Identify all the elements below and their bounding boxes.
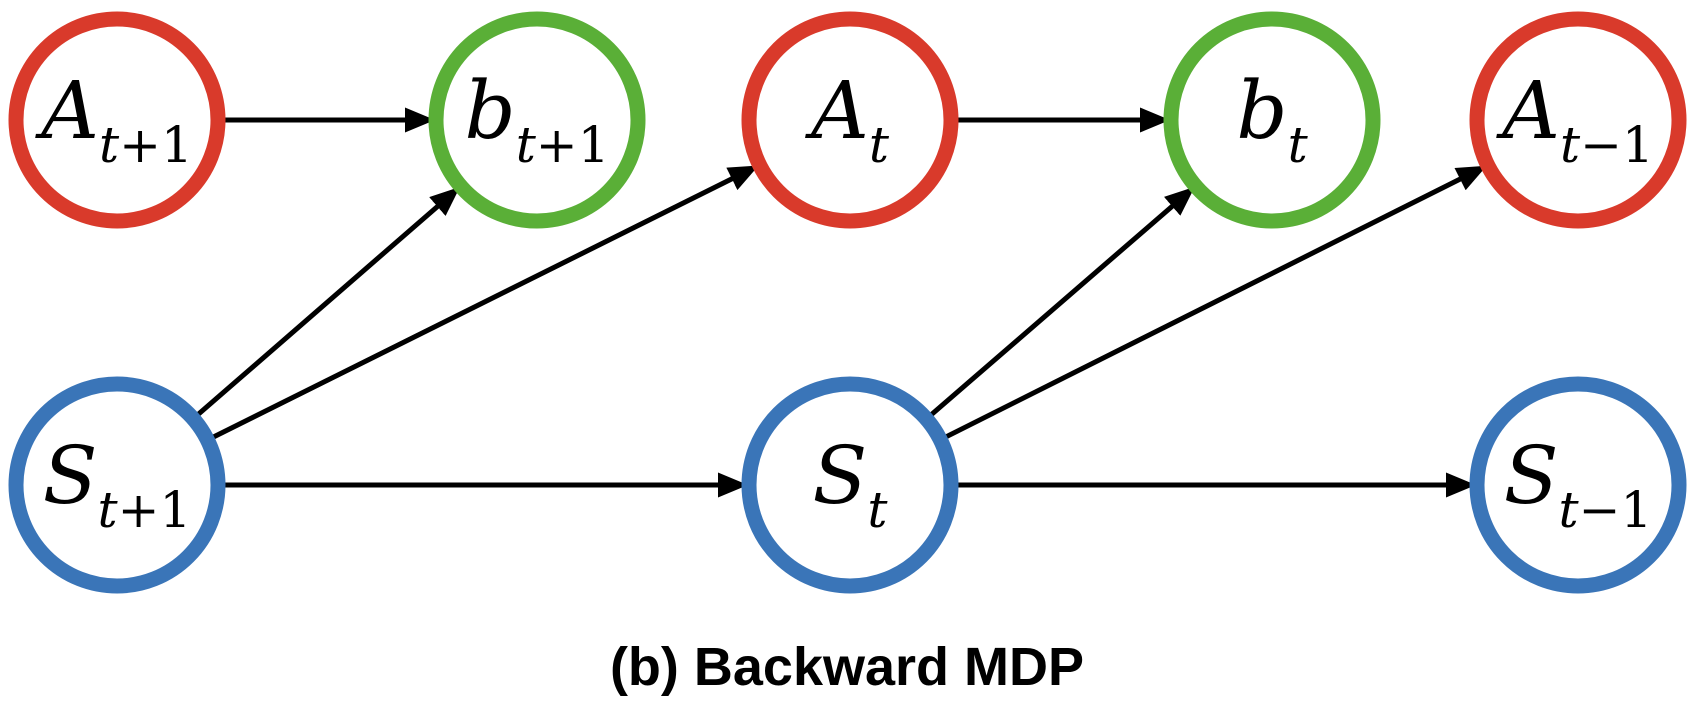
node-subscript-offset: +1: [118, 481, 192, 539]
node-subscript-var: t: [1559, 481, 1580, 539]
node-symbol: A: [1495, 64, 1560, 157]
state-node-ring: [1469, 376, 1687, 594]
node-subscript-var: t: [867, 481, 888, 539]
node-label: At−1: [1495, 64, 1654, 174]
node-symbol: S: [813, 429, 868, 522]
edge-s_t+1-to-a_t: [208, 164, 759, 442]
edge-s_t-to-b_t: [926, 186, 1195, 420]
node-label: St−1: [1504, 429, 1653, 539]
edges: [193, 107, 1487, 498]
node-subscript-var: t: [98, 481, 119, 539]
node-b_t: bt: [1163, 11, 1381, 229]
node-label: St: [813, 429, 889, 539]
action-node-ring: [8, 11, 226, 229]
action-node-ring: [741, 11, 959, 229]
node-symbol: A: [34, 64, 99, 157]
node-subscript-var: t: [869, 116, 890, 174]
node-subscript-var: t: [516, 116, 537, 174]
node-symbol: b: [464, 64, 515, 157]
node-subscript-var: t: [1560, 116, 1581, 174]
node-a_t+1: At+1: [8, 11, 226, 229]
state-node-ring: [741, 376, 959, 594]
state-node-ring: [8, 376, 226, 594]
node-subscript-offset: −1: [1579, 481, 1653, 539]
node-label: bt: [1236, 64, 1308, 174]
edge-s_t-to-a_t-1: [940, 164, 1487, 442]
node-label: At+1: [34, 64, 193, 174]
edge-s_t+1-to-b_t+1: [193, 186, 461, 420]
node-subscript-var: t: [1288, 116, 1309, 174]
node-symbol: S: [43, 429, 98, 522]
node-label: At: [804, 64, 890, 174]
node-symbol: A: [804, 64, 869, 157]
node-label: bt+1: [464, 64, 609, 174]
node-subscript-offset: +1: [119, 116, 193, 174]
node-symbol: S: [1504, 429, 1559, 522]
node-subscript-offset: −1: [1580, 116, 1654, 174]
node-subscript-offset: +1: [536, 116, 610, 174]
belief-node-ring: [1163, 11, 1381, 229]
node-a_t-1: At−1: [1469, 11, 1687, 229]
node-b_t+1: bt+1: [428, 11, 646, 229]
figure-caption: (b) Backward MDP: [609, 637, 1085, 697]
node-a_t: At: [741, 11, 959, 229]
node-s_t: St: [741, 376, 959, 594]
node-symbol: b: [1236, 64, 1287, 157]
node-s_t-1: St−1: [1469, 376, 1687, 594]
node-subscript-var: t: [99, 116, 120, 174]
action-node-ring: [1469, 11, 1687, 229]
node-s_t+1: St+1: [8, 376, 226, 594]
node-label: St+1: [43, 429, 192, 539]
belief-node-ring: [428, 11, 646, 229]
